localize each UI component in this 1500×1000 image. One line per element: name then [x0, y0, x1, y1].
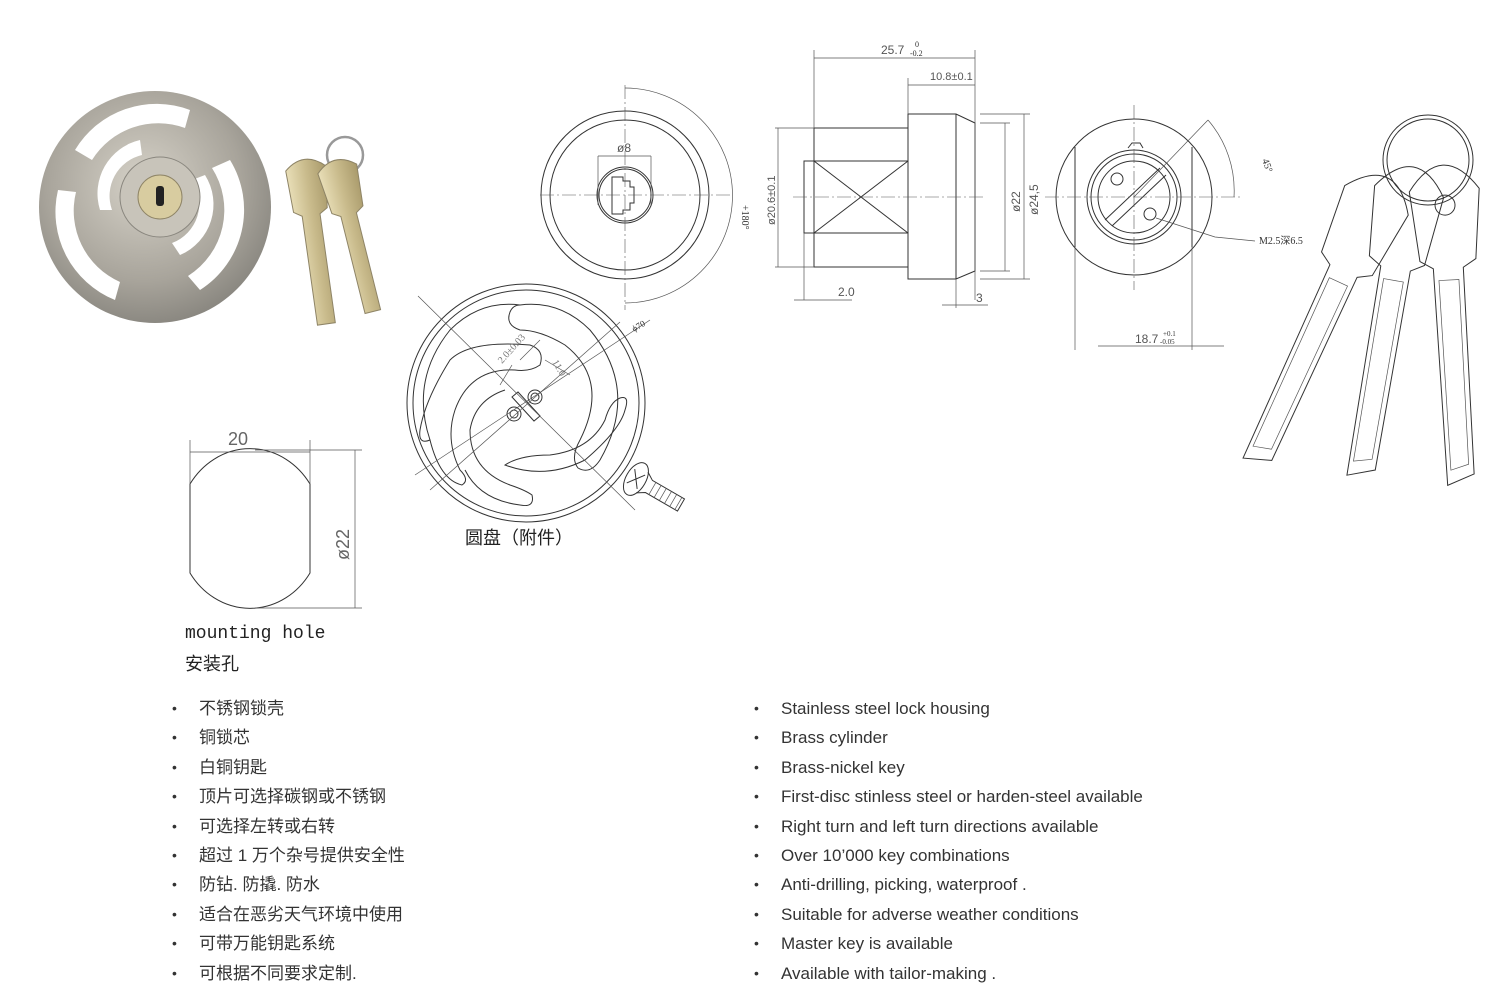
key-diameter-label: ø8	[617, 141, 631, 155]
feature-text: 可根据不同要求定制.	[199, 963, 357, 983]
disc-diameter-label: ϕ70	[630, 318, 647, 334]
feature-text: 顶片可选择碳钢或不锈钢	[199, 787, 386, 807]
tolerance-upper: +0.1	[1163, 330, 1176, 338]
mounting-hole-drawing: 20 ø22	[189, 429, 362, 609]
bullet: •	[754, 846, 759, 863]
list-item: • 可带万能钥匙系统	[172, 929, 405, 958]
list-item: • 顶片可选择碳钢或不锈钢	[172, 782, 405, 811]
list-item: • Suitable for adverse weather conditions	[754, 900, 1143, 929]
list-item: • Brass cylinder	[754, 723, 1143, 752]
flange-length-label: 10.8±0.1	[930, 71, 973, 83]
list-item: • Right turn and left turn directions ava…	[754, 812, 1143, 841]
bullet: •	[172, 935, 177, 952]
flat-width-label: 18.7	[1135, 332, 1159, 346]
feature-text: Master key is available	[781, 934, 953, 954]
tolerance-lower: -0.05	[1160, 338, 1175, 346]
feature-text: 可带万能钥匙系统	[199, 934, 335, 954]
list-item: • 适合在恶劣天气环境中使用	[172, 900, 405, 929]
feature-text: First-disc stinless steel or harden-stee…	[781, 787, 1143, 807]
feature-text: Brass-nickel key	[781, 757, 905, 777]
bullet: •	[172, 700, 177, 716]
bullet: •	[172, 817, 177, 834]
angle-label: 45°	[1259, 157, 1274, 174]
list-item: • 铜锁芯	[172, 723, 405, 752]
feature-text: Right turn and left turn directions avai…	[781, 816, 1099, 836]
feature-text: 不锈钢锁壳	[199, 699, 284, 718]
mounting-hole-label-en: mounting hole	[185, 624, 326, 644]
side-view: 25.7 0 -0.2 10.8±0.1 ø20.6±0.1 ø22 ø24,5…	[766, 40, 1041, 308]
screw-drawing	[622, 462, 686, 512]
bullet: •	[754, 729, 759, 746]
list-item: • Master key is available	[754, 929, 1143, 958]
bullet: •	[754, 817, 759, 834]
list-item: • Available with tailor-making .	[754, 959, 1143, 988]
feature-text: 防钻. 防撬. 防水	[199, 875, 320, 895]
feature-text: Anti-drilling, picking, waterproof .	[781, 875, 1027, 895]
features-list-en: • Stainless steel lock housing • Brass cyl…	[754, 694, 1143, 988]
list-item: • 不锈钢锁壳	[172, 694, 405, 723]
mounting-width-label: 20	[228, 429, 248, 449]
disc-drawing: ϕ70 2.0±0.03 11.0	[406, 283, 651, 523]
mounting-hole-label-zh: 安装孔	[185, 654, 239, 675]
chamfer-diameter-label: ø22	[1009, 191, 1023, 212]
feature-text: Brass cylinder	[781, 728, 888, 748]
list-item: • 白铜钥匙	[172, 753, 405, 782]
bullet: •	[754, 935, 759, 952]
list-item: • Anti-drilling, picking, waterproof .	[754, 870, 1143, 899]
bullet: •	[172, 788, 177, 805]
bullet: •	[172, 964, 177, 981]
bullet: •	[172, 876, 177, 893]
list-item: • Over 10’000 key combinations	[754, 841, 1143, 870]
bullet: •	[754, 905, 759, 922]
feature-text: Stainless steel lock housing	[781, 699, 990, 718]
feature-text: 白铜钥匙	[199, 757, 267, 777]
bullet: •	[754, 876, 759, 893]
feature-text: Over 10’000 key combinations	[781, 845, 1010, 865]
list-item: • 防钻. 防撬. 防水	[172, 870, 405, 899]
bullet: •	[754, 788, 759, 805]
hole-spacing-label: 11.0	[549, 358, 567, 378]
feature-text: Suitable for adverse weather conditions	[781, 904, 1079, 924]
bullet: •	[172, 729, 177, 746]
product-photo-disc	[39, 91, 271, 323]
features-list-zh: • 不锈钢锁壳 • 铜锁芯 • 白铜钥匙 • 顶片可选择碳钢或不锈钢 • 可选择左转或右转…	[172, 694, 405, 988]
list-item: • Brass-nickel key	[754, 753, 1143, 782]
tolerance-upper: 0	[915, 40, 919, 49]
bullet: •	[172, 758, 177, 775]
feature-text: 超过 1 万个杂号提供安全性	[199, 845, 405, 865]
chamfer-length-label: 3	[976, 291, 983, 305]
slot-width-label: 2.0±0.03	[496, 332, 528, 366]
list-item: • 可根据不同要求定制.	[172, 959, 405, 988]
feature-text: 铜锁芯	[199, 728, 250, 748]
disc-caption: 圆盘（附件）	[465, 528, 573, 549]
mounting-diameter-label: ø22	[333, 529, 353, 560]
bullet: •	[172, 905, 177, 922]
list-item: • First-disc stinless steel or harden-ste…	[754, 782, 1143, 811]
front-view: ø8 +180°	[540, 85, 750, 310]
feature-text: 适合在恶劣天气环境中使用	[199, 904, 403, 924]
key-drawing	[1242, 114, 1480, 487]
bullet: •	[754, 758, 759, 775]
bullet: •	[754, 700, 759, 716]
thread-note: M2.5深6.5	[1259, 235, 1303, 247]
bullet: •	[172, 846, 177, 863]
feature-text: Available with tailor-making .	[781, 963, 997, 983]
list-item: • 超过 1 万个杂号提供安全性	[172, 841, 405, 870]
product-photo-keys	[285, 135, 382, 326]
overall-length-label: 25.7	[881, 43, 905, 57]
body-diameter-label: ø20.6±0.1	[766, 176, 778, 225]
tolerance-lower: -0.2	[910, 49, 923, 58]
list-item: • 可选择左转或右转	[172, 812, 405, 841]
rotation-label: +180°	[739, 205, 750, 230]
flange-diameter-label: ø24,5	[1027, 184, 1041, 215]
list-item: • Stainless steel lock housing	[754, 694, 1143, 723]
rear-view: 45° M2.5深6.5 18.7 +0.1 -0.05	[1045, 105, 1303, 350]
feature-text: 可选择左转或右转	[199, 816, 335, 836]
plug-offset-label: 2.0	[838, 285, 855, 299]
bullet: •	[754, 964, 759, 981]
